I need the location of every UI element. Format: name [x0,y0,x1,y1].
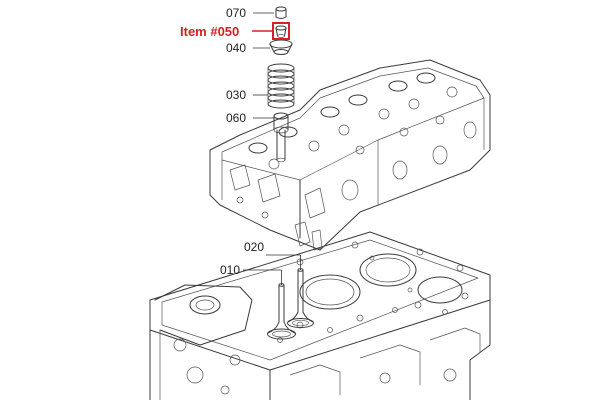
valve-020 [287,268,314,328]
valve-cotter-050 [275,25,287,38]
valve-cap-070 [275,6,287,19]
label-010: 010 [220,263,240,277]
valve-spring-030 [267,63,295,109]
label-060: 060 [226,111,246,125]
label-070: 070 [226,6,246,20]
label-020: 020 [244,240,264,254]
cylinder-block [149,231,491,400]
label-040: 040 [226,41,246,55]
label-030: 030 [226,88,246,102]
valve-010 [267,283,296,340]
highlight-item-label: Item #050 [180,24,239,39]
cylinder-head [209,59,491,251]
highlight-box [272,22,290,40]
spring-retainer-040 [269,39,293,55]
